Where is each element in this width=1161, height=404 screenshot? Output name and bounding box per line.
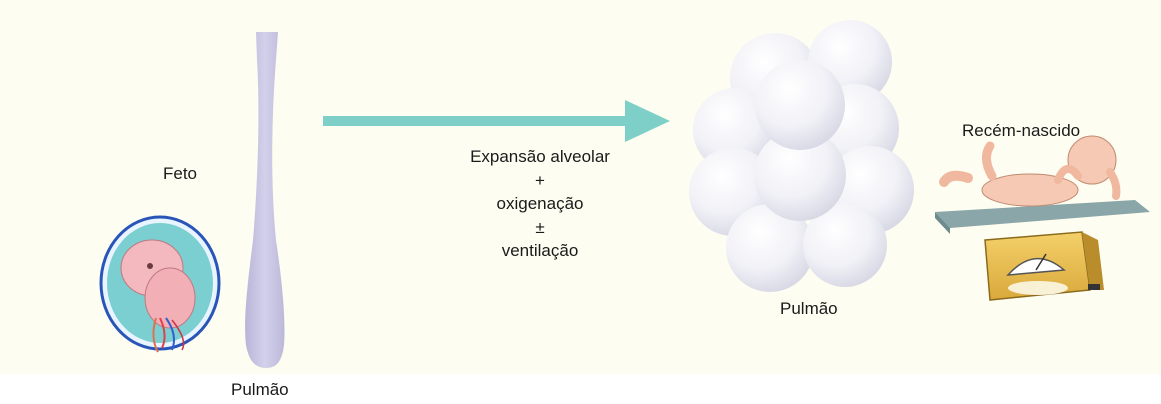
fetal-lung-shape (245, 32, 285, 368)
process-line-ventilation: ventilação (501, 241, 579, 260)
process-line-plusminus: ± (535, 217, 545, 237)
newborn-on-scale-illustration (935, 135, 1150, 301)
fetal-lung-label: Pulmão (231, 380, 289, 399)
newborn-label: Recém-nascido (962, 121, 1081, 140)
process-description: Expansão alveolar + oxigenação ± ventila… (384, 145, 696, 263)
newborn-lung-label: Pulmão (780, 299, 838, 318)
alveoli-cluster (689, 20, 914, 292)
fetus-label: Feto (163, 164, 198, 183)
process-line-plus: + (535, 170, 545, 190)
fetus-illustration (99, 215, 221, 353)
process-arrow (323, 100, 670, 142)
process-line-oxygenation: oxigenação (496, 194, 584, 213)
process-line-expansion: Expansão alveolar (470, 147, 610, 166)
